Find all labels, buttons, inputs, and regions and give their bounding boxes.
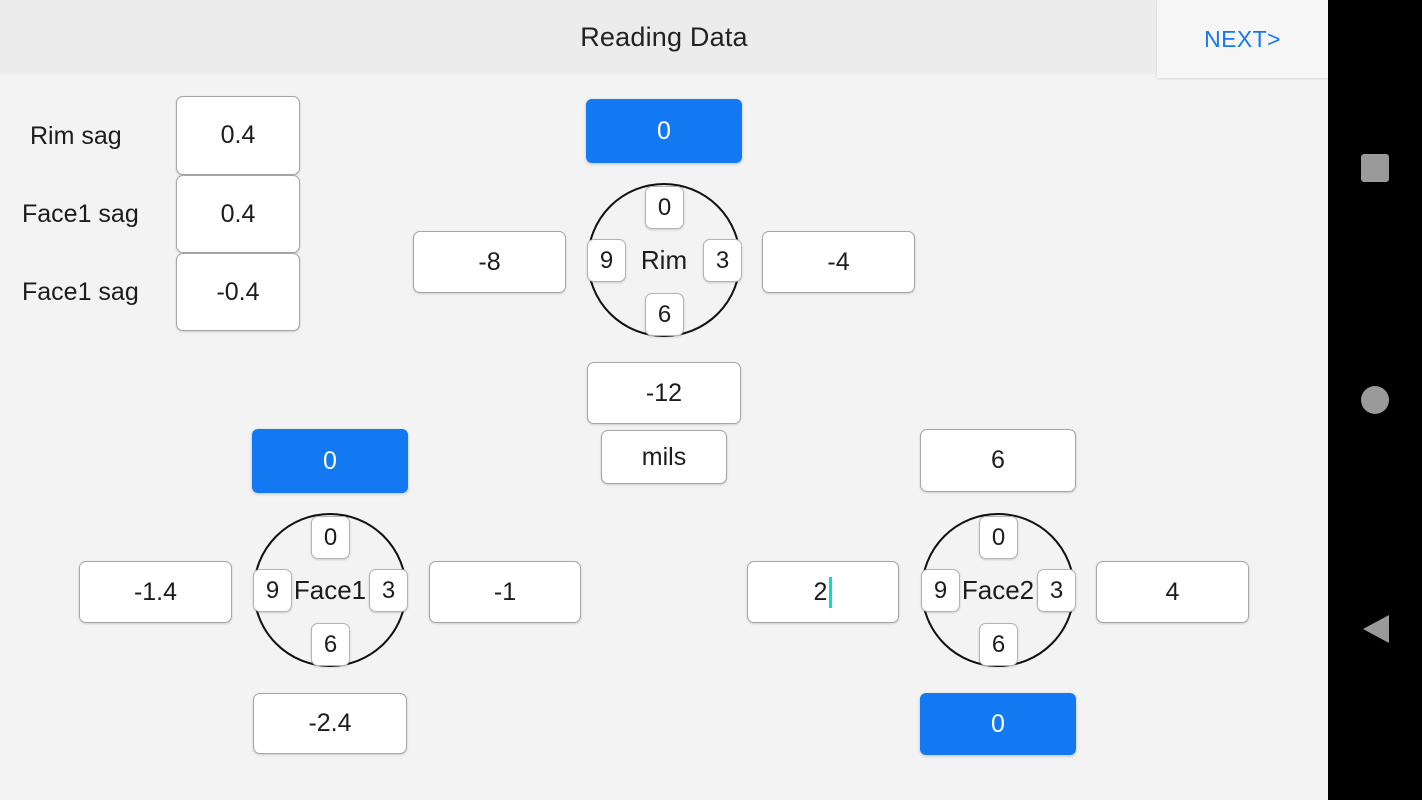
rim-bottom-reading-input[interactable]: -12 xyxy=(587,362,741,424)
face1-sag-a-label: Face1 sag xyxy=(22,199,139,228)
face1-badge-9oclock[interactable]: 9 xyxy=(253,569,292,612)
circle-home-icon[interactable] xyxy=(1361,386,1389,414)
face1-sag-b-input[interactable]: -0.4 xyxy=(176,253,300,331)
rim-badge-3oclock[interactable]: 3 xyxy=(703,239,742,282)
face2-bottom-reading-input[interactable]: 0 xyxy=(920,693,1076,755)
app-content-area: Reading Data NEXT> Rim sag 0.4 Face1 sag… xyxy=(0,0,1328,755)
next-button[interactable]: NEXT> xyxy=(1157,0,1328,78)
face1-badge-3oclock[interactable]: 3 xyxy=(369,569,408,612)
next-button-label: NEXT> xyxy=(1204,25,1281,52)
face2-left-reading-input[interactable]: 2 xyxy=(747,561,899,623)
face1-right-reading-input[interactable]: -1 xyxy=(429,561,581,623)
face2-badge-3oclock[interactable]: 3 xyxy=(1037,569,1076,612)
face1-badge-6oclock[interactable]: 6 xyxy=(311,623,350,666)
rim-left-reading-input[interactable]: -8 xyxy=(413,231,566,293)
android-navigation-bar xyxy=(1328,0,1422,800)
face1-badge-12oclock[interactable]: 0 xyxy=(311,516,350,559)
rim-top-reading-input[interactable]: 0 xyxy=(586,99,742,163)
face2-badge-12oclock[interactable]: 0 xyxy=(979,516,1018,559)
face1-top-reading-input[interactable]: 0 xyxy=(252,429,408,493)
rim-right-reading-input[interactable]: -4 xyxy=(762,231,915,293)
face1-sag-b-label: Face1 sag xyxy=(22,277,139,306)
page-title: Reading Data xyxy=(580,21,748,52)
face2-left-reading-value: 2 xyxy=(813,577,828,606)
rim-badge-12oclock[interactable]: 0 xyxy=(645,186,684,229)
app-header: Reading Data xyxy=(0,0,1328,74)
units-input[interactable]: mils xyxy=(601,430,727,484)
triangle-back-icon[interactable] xyxy=(1361,613,1391,645)
face1-dial-label: Face1 xyxy=(293,574,367,605)
face1-bottom-reading-input[interactable]: -2.4 xyxy=(253,693,407,754)
face2-badge-6oclock[interactable]: 6 xyxy=(979,623,1018,666)
rim-sag-input[interactable]: 0.4 xyxy=(176,96,300,175)
face1-left-reading-input[interactable]: -1.4 xyxy=(79,561,232,623)
square-recents-icon[interactable] xyxy=(1361,154,1389,182)
face2-right-reading-input[interactable]: 4 xyxy=(1096,561,1249,623)
face1-sag-a-input[interactable]: 0.4 xyxy=(176,175,300,253)
rim-badge-6oclock[interactable]: 6 xyxy=(645,293,684,336)
text-cursor xyxy=(829,576,833,608)
face2-top-reading-input[interactable]: 6 xyxy=(920,429,1076,492)
rim-badge-9oclock[interactable]: 9 xyxy=(587,239,626,282)
rim-sag-label: Rim sag xyxy=(30,121,122,150)
face2-dial-label: Face2 xyxy=(961,574,1035,605)
face2-badge-9oclock[interactable]: 9 xyxy=(921,569,960,612)
rim-dial-label: Rim xyxy=(640,244,688,275)
